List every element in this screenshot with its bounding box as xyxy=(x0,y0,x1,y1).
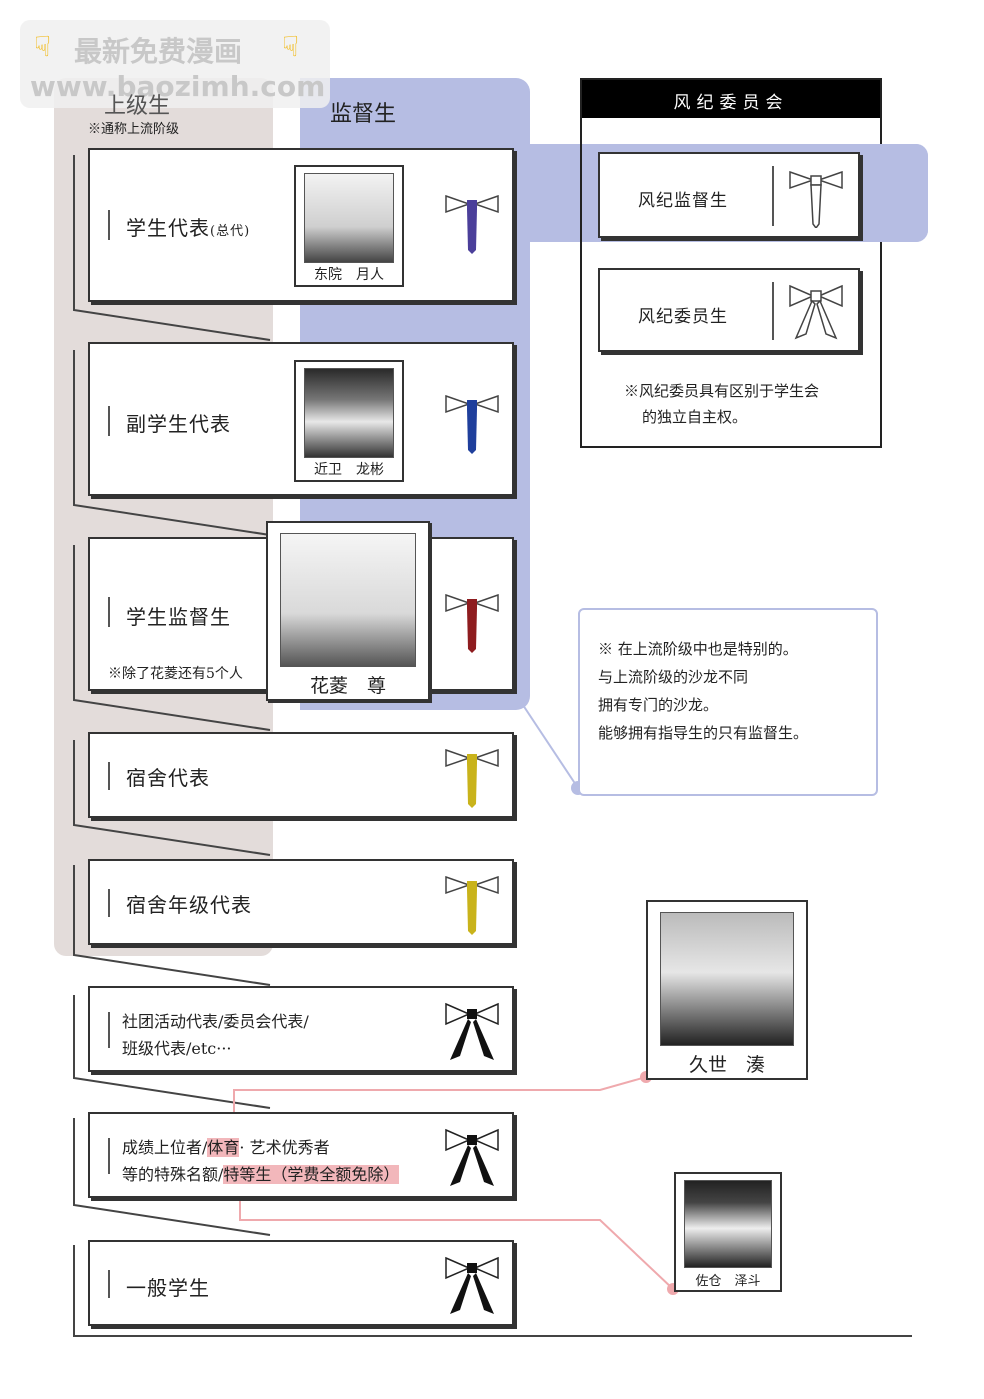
special-text: · 艺术优秀者 xyxy=(239,1138,330,1157)
portrait-caption: 花菱 尊 xyxy=(309,675,386,697)
rank-label: 学生代表(总代) xyxy=(126,212,250,241)
tie-icon xyxy=(445,394,499,454)
rank-student-rep: 学生代表(总代) 东院 月人 xyxy=(88,148,514,302)
highlight-sports: 体育 xyxy=(207,1138,240,1157)
rank-label-line2: 等的特殊名额/特等生（学费全额免除） xyxy=(122,1161,400,1185)
special-text: 成绩上位者/ xyxy=(122,1138,208,1157)
pointing-hand-icon: ☟ xyxy=(34,30,52,63)
black-bow-icon xyxy=(445,1002,499,1060)
committee-supervisor-box: 风纪监督生 xyxy=(598,152,860,238)
rank-marker xyxy=(108,762,110,790)
portrait-caption: 东院 月人 xyxy=(314,267,384,283)
divider xyxy=(772,166,774,226)
committee-supervisor-label: 风纪监督生 xyxy=(638,191,728,211)
rank-club-rep: 社团活动代表/委员会代表/ 班级代表/etc··· xyxy=(88,986,514,1072)
rank-note: ※除了花菱还有5个人 xyxy=(108,666,243,682)
rank-label: 学生监督生 xyxy=(126,605,231,629)
rank-marker xyxy=(108,1138,110,1174)
note-line2: 与上流阶级的沙龙不同 xyxy=(598,668,749,686)
portrait-frame: 近卫 龙彬 xyxy=(294,360,404,482)
rank-marker xyxy=(108,1012,110,1048)
watermark-title: 最新免费漫画 xyxy=(74,35,243,68)
portrait-caption: 佐仓 泽斗 xyxy=(695,1274,761,1289)
watermark-url: www.baozimh.com xyxy=(30,70,326,103)
rank-label-line2: 班级代表/etc··· xyxy=(122,1039,232,1058)
rank-label-suffix: (总代) xyxy=(210,224,251,239)
rank-general: 一般学生 xyxy=(88,1240,514,1326)
committee-note-line1: ※风纪委员具有区别于学生会 xyxy=(624,382,820,400)
note-line3: 拥有专门的沙龙。 xyxy=(598,696,719,714)
supervisor-portrait-frame: 花菱 尊 xyxy=(266,521,430,701)
tie-icon xyxy=(445,875,499,935)
rank-marker xyxy=(108,1270,110,1298)
tie-icon xyxy=(445,593,499,653)
rank-marker xyxy=(108,406,110,436)
discipline-committee: 风纪委员会 xyxy=(580,78,882,448)
sakura-portrait-frame: 佐仓 泽斗 xyxy=(674,1172,782,1292)
committee-member-box: 风纪委员生 xyxy=(598,268,860,352)
portrait-image xyxy=(304,368,394,458)
committee-title-bar xyxy=(582,80,880,118)
white-bow-icon xyxy=(789,284,843,340)
upper-class-note: ※通称上流阶级 xyxy=(88,122,180,137)
white-tie-icon xyxy=(789,170,843,228)
divider xyxy=(772,282,774,340)
committee-title: 风纪委员会 xyxy=(673,93,789,113)
rank-label: 宿舍年级代表 xyxy=(126,893,252,917)
rank-vice-rep: 副学生代表 近卫 龙彬 xyxy=(88,342,514,496)
rank-label-line1: 成绩上位者/体育· 艺术优秀者 xyxy=(122,1134,330,1158)
pointing-hand-icon: ☟ xyxy=(282,30,300,63)
portrait-frame: 东院 月人 xyxy=(294,165,404,287)
portrait-caption: 久世 湊 xyxy=(688,1054,765,1076)
rank-label: 一般学生 xyxy=(126,1276,210,1300)
committee-note-line2: 的独立自主权。 xyxy=(642,408,748,426)
portrait-image xyxy=(280,533,416,667)
rank-special: 成绩上位者/体育· 艺术优秀者 等的特殊名额/特等生（学费全额免除） xyxy=(88,1112,514,1198)
black-bow-icon xyxy=(445,1128,499,1186)
kuze-portrait-frame: 久世 湊 xyxy=(646,900,808,1080)
supervisor-header: 监督生 xyxy=(330,102,397,127)
watermark: ☟ 最新免费漫画 ☟ www.baozimh.com xyxy=(20,20,330,108)
upper-class-header: 上级生 xyxy=(104,94,171,119)
note-line1: ※ 在上流阶级中也是特别的。 xyxy=(598,640,798,658)
rank-dorm-grade-rep: 宿舍年级代表 xyxy=(88,859,514,945)
committee-member-label: 风纪委员生 xyxy=(638,307,728,327)
rank-marker xyxy=(108,210,110,240)
tie-icon xyxy=(445,748,499,808)
rank-label-text: 学生代表 xyxy=(126,216,210,240)
black-bow-icon xyxy=(445,1256,499,1314)
rank-label: 宿舍代表 xyxy=(126,766,210,790)
tie-icon xyxy=(445,194,499,254)
supervisor-note-box: ※ 在上流阶级中也是特别的。 与上流阶级的沙龙不同 拥有专门的沙龙。 能够拥有指… xyxy=(578,608,878,796)
special-text: 等的特殊名额/ xyxy=(122,1165,224,1184)
note-line4: 能够拥有指导生的只有监督生。 xyxy=(598,724,809,742)
rank-label-line1: 社团活动代表/委员会代表/ xyxy=(122,1012,309,1031)
portrait-caption: 近卫 龙彬 xyxy=(314,462,384,478)
rank-marker xyxy=(108,597,110,627)
rank-marker xyxy=(108,889,110,917)
tie-knot xyxy=(467,200,477,209)
rank-label: 副学生代表 xyxy=(126,412,231,436)
portrait-image xyxy=(684,1180,772,1268)
portrait-image xyxy=(660,912,794,1046)
portrait-image xyxy=(304,173,394,263)
highlight-special-student: 特等生（学费全额免除） xyxy=(223,1165,400,1184)
rank-dorm-rep: 宿舍代表 xyxy=(88,732,514,818)
